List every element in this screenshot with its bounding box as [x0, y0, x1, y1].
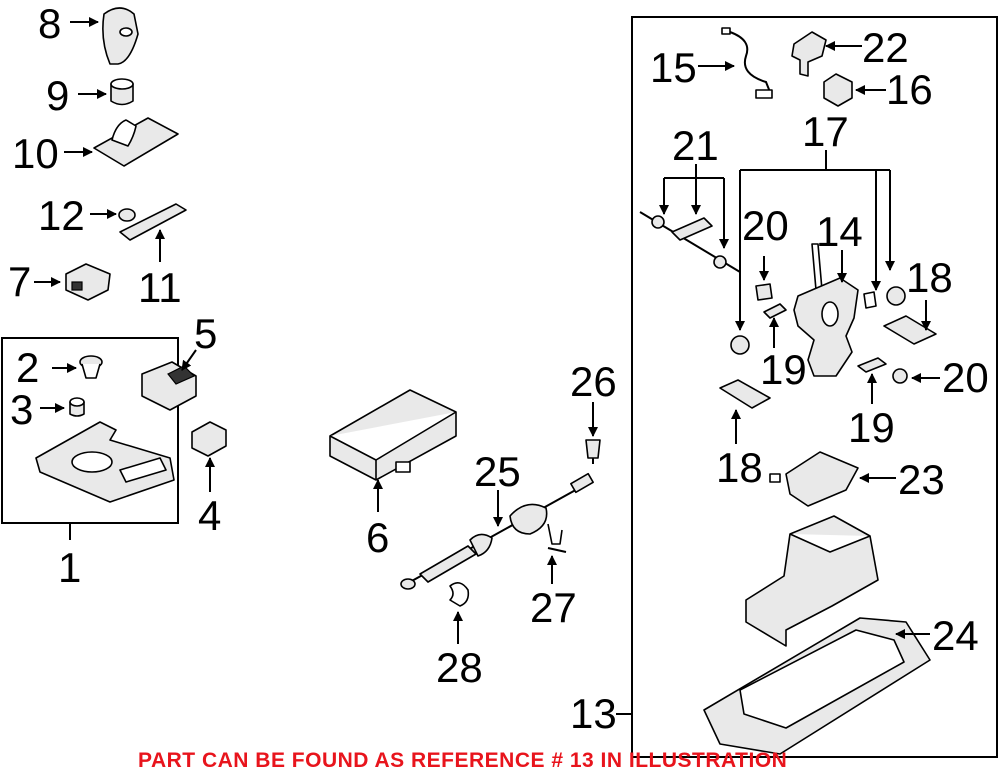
callout-10: 10: [12, 130, 59, 177]
callout-23: 23: [898, 456, 945, 503]
callout-12: 12: [38, 192, 85, 239]
callout-1: 1: [58, 544, 81, 591]
part-shift-boot: [93, 117, 179, 167]
part-link-19b: [857, 357, 887, 373]
part-plug-3: [69, 397, 85, 417]
part-switch: [65, 263, 111, 301]
callout-18-bottom: 18: [716, 444, 763, 491]
part-tray: [703, 617, 931, 755]
part-trim-strip: [119, 203, 187, 241]
callout-5: 5: [194, 310, 217, 357]
callout-4: 4: [198, 492, 221, 539]
part-small-plug: [118, 208, 136, 222]
part-connector-16: [823, 73, 853, 107]
callout-28: 28: [436, 644, 483, 691]
callout-17: 17: [802, 108, 849, 155]
part-bushing-17: [730, 335, 750, 355]
part-control-module: [329, 389, 457, 481]
callout-19-top: 19: [760, 346, 807, 393]
callout-19-bottom: 19: [848, 404, 895, 451]
callout-11: 11: [138, 264, 182, 311]
callout-8: 8: [38, 0, 61, 47]
group-box-1: [1, 337, 179, 524]
part-switch-block: [141, 361, 197, 411]
callout-15: 15: [650, 44, 697, 91]
callout-9: 9: [46, 72, 69, 119]
callout-20-top: 20: [742, 202, 789, 249]
leader-21: [659, 164, 729, 249]
callout-24: 24: [932, 612, 979, 659]
callout-22: 22: [862, 24, 909, 71]
part-connector-4: [191, 421, 227, 457]
callout-27: 27: [530, 584, 577, 631]
callout-3: 3: [10, 386, 33, 433]
group-box-13: [631, 16, 998, 758]
part-block-18b: [719, 379, 771, 409]
part-shifter-base: [745, 515, 879, 647]
reference-caption: PART CAN BE FOUND AS REFERENCE # 13 IN I…: [138, 749, 787, 772]
part-shaft-assembly: [639, 211, 741, 273]
part-clip-26: [585, 439, 601, 464]
part-block-18a: [883, 315, 937, 345]
part-clip-20a: [755, 283, 773, 301]
part-wiring-harness: [721, 27, 773, 99]
part-clip-27: [547, 523, 567, 553]
part-shift-cable: [400, 472, 594, 590]
callout-25: 25: [474, 448, 521, 495]
callout-20-bottom: 20: [942, 354, 989, 401]
callout-2: 2: [16, 344, 39, 391]
part-console-panel: [35, 421, 175, 503]
part-shift-knob: [102, 7, 139, 65]
part-clip-17b: [863, 286, 906, 309]
part-clip-20b: [892, 368, 908, 384]
part-shift-lever: [793, 243, 859, 377]
callout-18-top: 18: [906, 254, 953, 301]
leader-17: [735, 150, 895, 331]
part-gate-plate: [769, 451, 859, 507]
callout-13: 13: [570, 690, 617, 737]
part-clip-28: [449, 582, 470, 607]
callout-7: 7: [8, 258, 31, 305]
part-link-19a: [763, 303, 787, 319]
callout-6: 6: [366, 514, 389, 561]
callout-21: 21: [672, 122, 719, 169]
part-bracket-22: [791, 31, 827, 77]
callout-16: 16: [886, 66, 933, 113]
callout-14: 14: [816, 208, 863, 255]
part-pin-2: [79, 355, 103, 379]
part-cap: [110, 78, 134, 106]
callout-26: 26: [570, 358, 617, 405]
